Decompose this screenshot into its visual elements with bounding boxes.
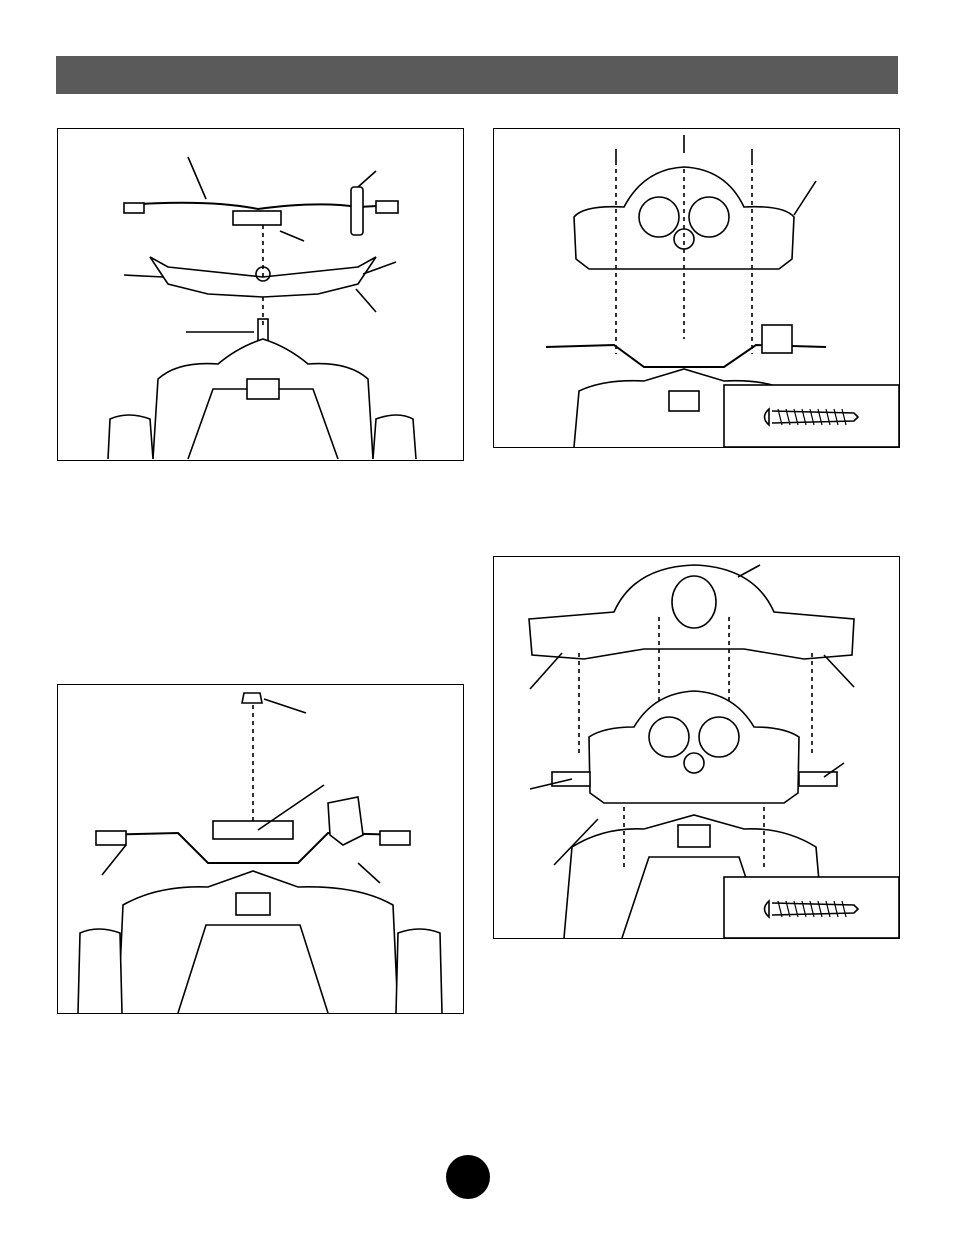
page-number-badge <box>446 1155 490 1199</box>
page-number <box>446 1155 490 1199</box>
section-header-bar <box>56 56 898 94</box>
figure-handlebar-install <box>57 128 464 461</box>
arrow-icon <box>188 157 206 199</box>
figure-cap-install <box>57 684 464 1014</box>
figure-dash-install <box>493 128 900 448</box>
figure-shroud-install <box>493 556 900 939</box>
